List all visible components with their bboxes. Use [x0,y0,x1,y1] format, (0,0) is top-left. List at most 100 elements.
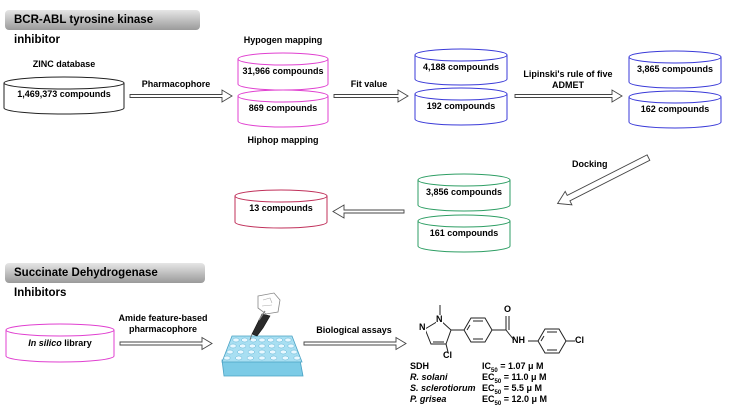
plate-well [269,349,277,355]
in-silico-library-cylinder [5,323,115,363]
arrow-amide [119,336,213,351]
pharmacophore-label: Pharmacophore [141,79,211,89]
result-target: P. grisea [410,394,447,404]
docking-bottom-count: 161 compounds [429,228,499,238]
plate-well [237,349,245,355]
result-metric: EC [482,394,495,404]
final-count: 13 compounds [249,203,313,213]
result-unit: μ M [531,394,547,404]
atom-cl-right: Cl [575,335,584,345]
amide-label-2: pharmacophore [128,324,197,334]
library-rest-text: library [61,338,92,348]
result-unit: μ M [527,361,544,371]
result-target: R. solani [410,372,448,382]
result-unit: μ M [530,372,547,382]
hiphop-label: Hiphop mapping [247,135,319,145]
amide-label-1: Amide feature-based [118,313,208,323]
zinc-database-cylinder [3,76,125,115]
admet-bottom-count: 162 compounds [640,104,710,114]
admet-top-cylinder [628,50,722,89]
result-unit: μ M [526,383,542,393]
plate-well [226,349,234,355]
in-silico-library-label: In silico library [6,338,114,349]
result-metric: EC [482,383,495,393]
hypogen-cylinder [237,52,329,91]
section1-title-banner: BCR-ABL tyrosine kinase inhibitor [5,10,200,46]
plate-well [235,355,243,361]
arrow-docking [556,154,651,206]
result-value: EC50 = 12.0 μ M [482,394,547,407]
plate-well [281,355,289,361]
hypogen-label: Hypogen mapping [243,35,323,45]
fit-bottom-cylinder [414,87,508,126]
hypogen-count: 31,966 compounds [242,66,324,76]
zinc-count: 1,469,373 compounds [17,89,111,99]
fit-top-cylinder [414,48,508,86]
plate-well [249,337,257,343]
hiphop-count: 869 compounds [248,103,318,113]
docking-top-count: 3,856 compounds [425,187,503,197]
plate-well [241,337,249,343]
result-target: S. sclerotiorum [410,383,476,393]
result-metric: EC [482,372,495,382]
plate-well [247,349,255,355]
atom-cl-bottom: Cl [443,350,452,360]
plate-well [223,355,231,361]
result-value: EC50 = 5.5 μ M [482,383,542,396]
fit-top-count: 4,188 compounds [422,62,500,72]
hiphop-cylinder [237,89,329,128]
docking-label: Docking [572,159,608,169]
section2-title-banner: Succinate Dehydrogenase Inhibitors [5,263,205,299]
plate-well [279,349,287,355]
result-number: = 1.07 [497,361,528,371]
plate-well [239,343,247,349]
result-metric-sub: 50 [494,389,502,396]
plate-well [277,343,285,349]
arrow-fit-value [333,89,409,103]
plate-well [232,337,240,343]
plate-well [284,337,292,343]
docking-bottom-cylinder [417,214,511,253]
admet-bottom-cylinder [628,90,722,129]
plate-well [275,337,283,343]
fit-bottom-count: 192 compounds [426,101,496,111]
arrow-final [332,204,405,219]
plate-well [258,355,266,361]
pipette-hand-illustration [249,292,281,341]
admet-top-count: 3,865 compounds [636,64,714,74]
plate-well [258,349,266,355]
plate-well [267,337,275,343]
result-value: EC50 = 11.0 μ M [482,372,547,385]
result-number: = 5.5 [501,383,527,393]
result-metric: IC [482,361,491,371]
result-number: = 12.0 [501,394,532,404]
arrow-bio-assays [303,336,407,351]
final-cylinder [234,189,328,229]
biological-assays-label: Biological assays [316,325,392,335]
lipinski-label: Lipinski's rule of five [523,69,613,79]
atom-n-ring: N [436,314,443,325]
plate-well [293,355,301,361]
plate-well [268,343,276,349]
result-target: SDH [410,361,430,371]
plate-well [287,343,295,349]
plate-well [248,343,256,349]
arrow-lipinski [514,89,623,103]
plate-well [258,343,266,349]
plate-well [290,349,298,355]
atom-nh: NH [512,335,525,345]
arrow-pharmacophore [129,89,233,103]
plate-well [270,355,278,361]
docking-top-cylinder [417,173,511,212]
result-value: IC50 = 1.07 μ M [482,361,543,374]
chemical-structure [424,305,575,354]
zinc-caption: ZINC database [32,59,96,69]
library-italic-text: In silico [28,338,62,348]
plate-well [229,343,237,349]
fit-value-label: Fit value [350,79,388,89]
admet-label: ADMET [552,80,584,90]
plate-well [246,355,254,361]
result-number: = 11.0 [501,372,531,382]
